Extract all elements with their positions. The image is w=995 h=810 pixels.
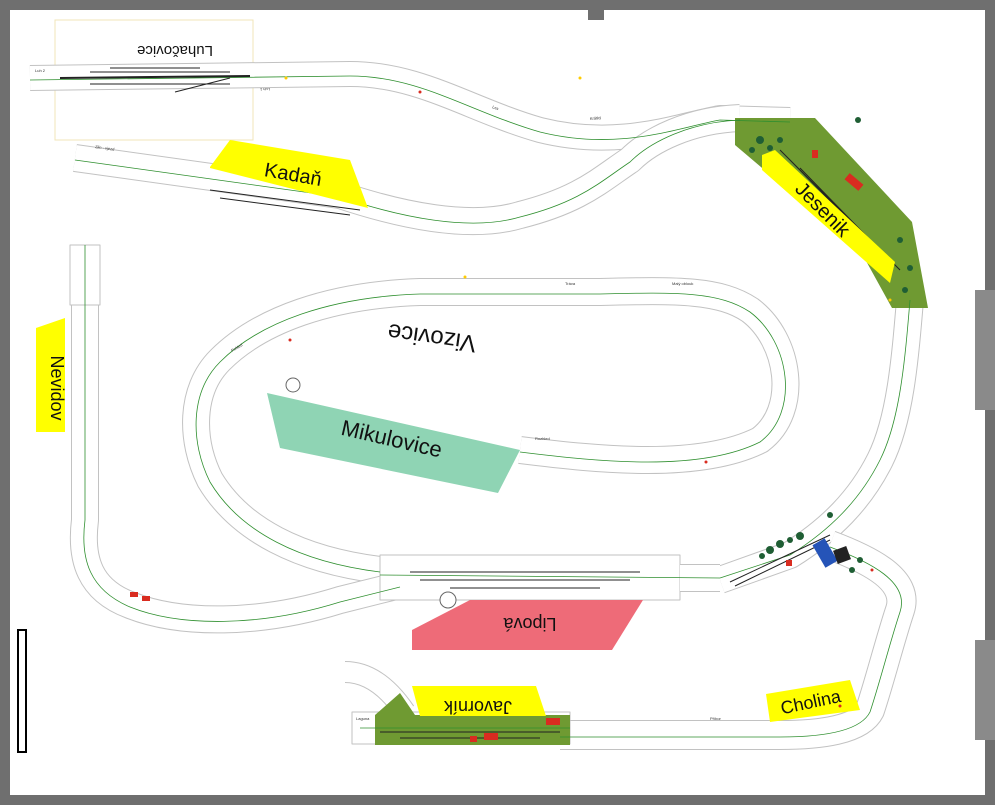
track-label-trava: Tráva xyxy=(565,281,576,286)
track-label-luh1: Luh 1 xyxy=(259,87,270,92)
cholina-label-bg xyxy=(766,680,860,722)
track-label-les: Les xyxy=(492,104,500,111)
lipova-label-bg xyxy=(412,600,643,650)
track-labels: Luh 2 Luh 1 Zlin - vjezd Les Tráva Malý … xyxy=(35,68,722,721)
track-label-rozhled: Rozhled xyxy=(535,436,550,441)
mikulovice-label-bg xyxy=(267,393,520,493)
jesenik-label-bg xyxy=(762,150,895,283)
nevidov-label: Nevidov xyxy=(47,355,67,420)
nevidov-label-bg xyxy=(36,318,65,432)
track-label-pribor: Příbor xyxy=(710,716,722,721)
lipova-label: Lipová xyxy=(502,614,556,634)
lipova-turntable xyxy=(439,591,457,609)
javornik-label: Javorník xyxy=(443,697,512,717)
track-label-kratky: Krátký xyxy=(590,115,602,121)
javornik-label-bg xyxy=(412,686,546,716)
track-label-laguna: Laguna xyxy=(356,716,370,721)
signals xyxy=(284,76,892,708)
track-label-zlin: Zlin - vjezd xyxy=(95,144,115,152)
track-label-luh2: Luh 2 xyxy=(35,68,46,73)
tracks xyxy=(29,75,911,738)
buildings xyxy=(130,150,864,742)
trees xyxy=(749,117,913,573)
boards xyxy=(29,61,924,750)
luhacovice-label: Luhačovice xyxy=(137,42,213,59)
vizovice-label: Vizovice xyxy=(386,318,478,357)
track-label-maly-oblouk: Malý oblouk xyxy=(672,281,693,286)
level-crossing xyxy=(812,538,838,568)
track-label-pohled: Pohled xyxy=(230,342,243,353)
turntable xyxy=(285,377,301,393)
scale-bar xyxy=(17,629,27,753)
kadan-label-bg xyxy=(210,140,368,208)
